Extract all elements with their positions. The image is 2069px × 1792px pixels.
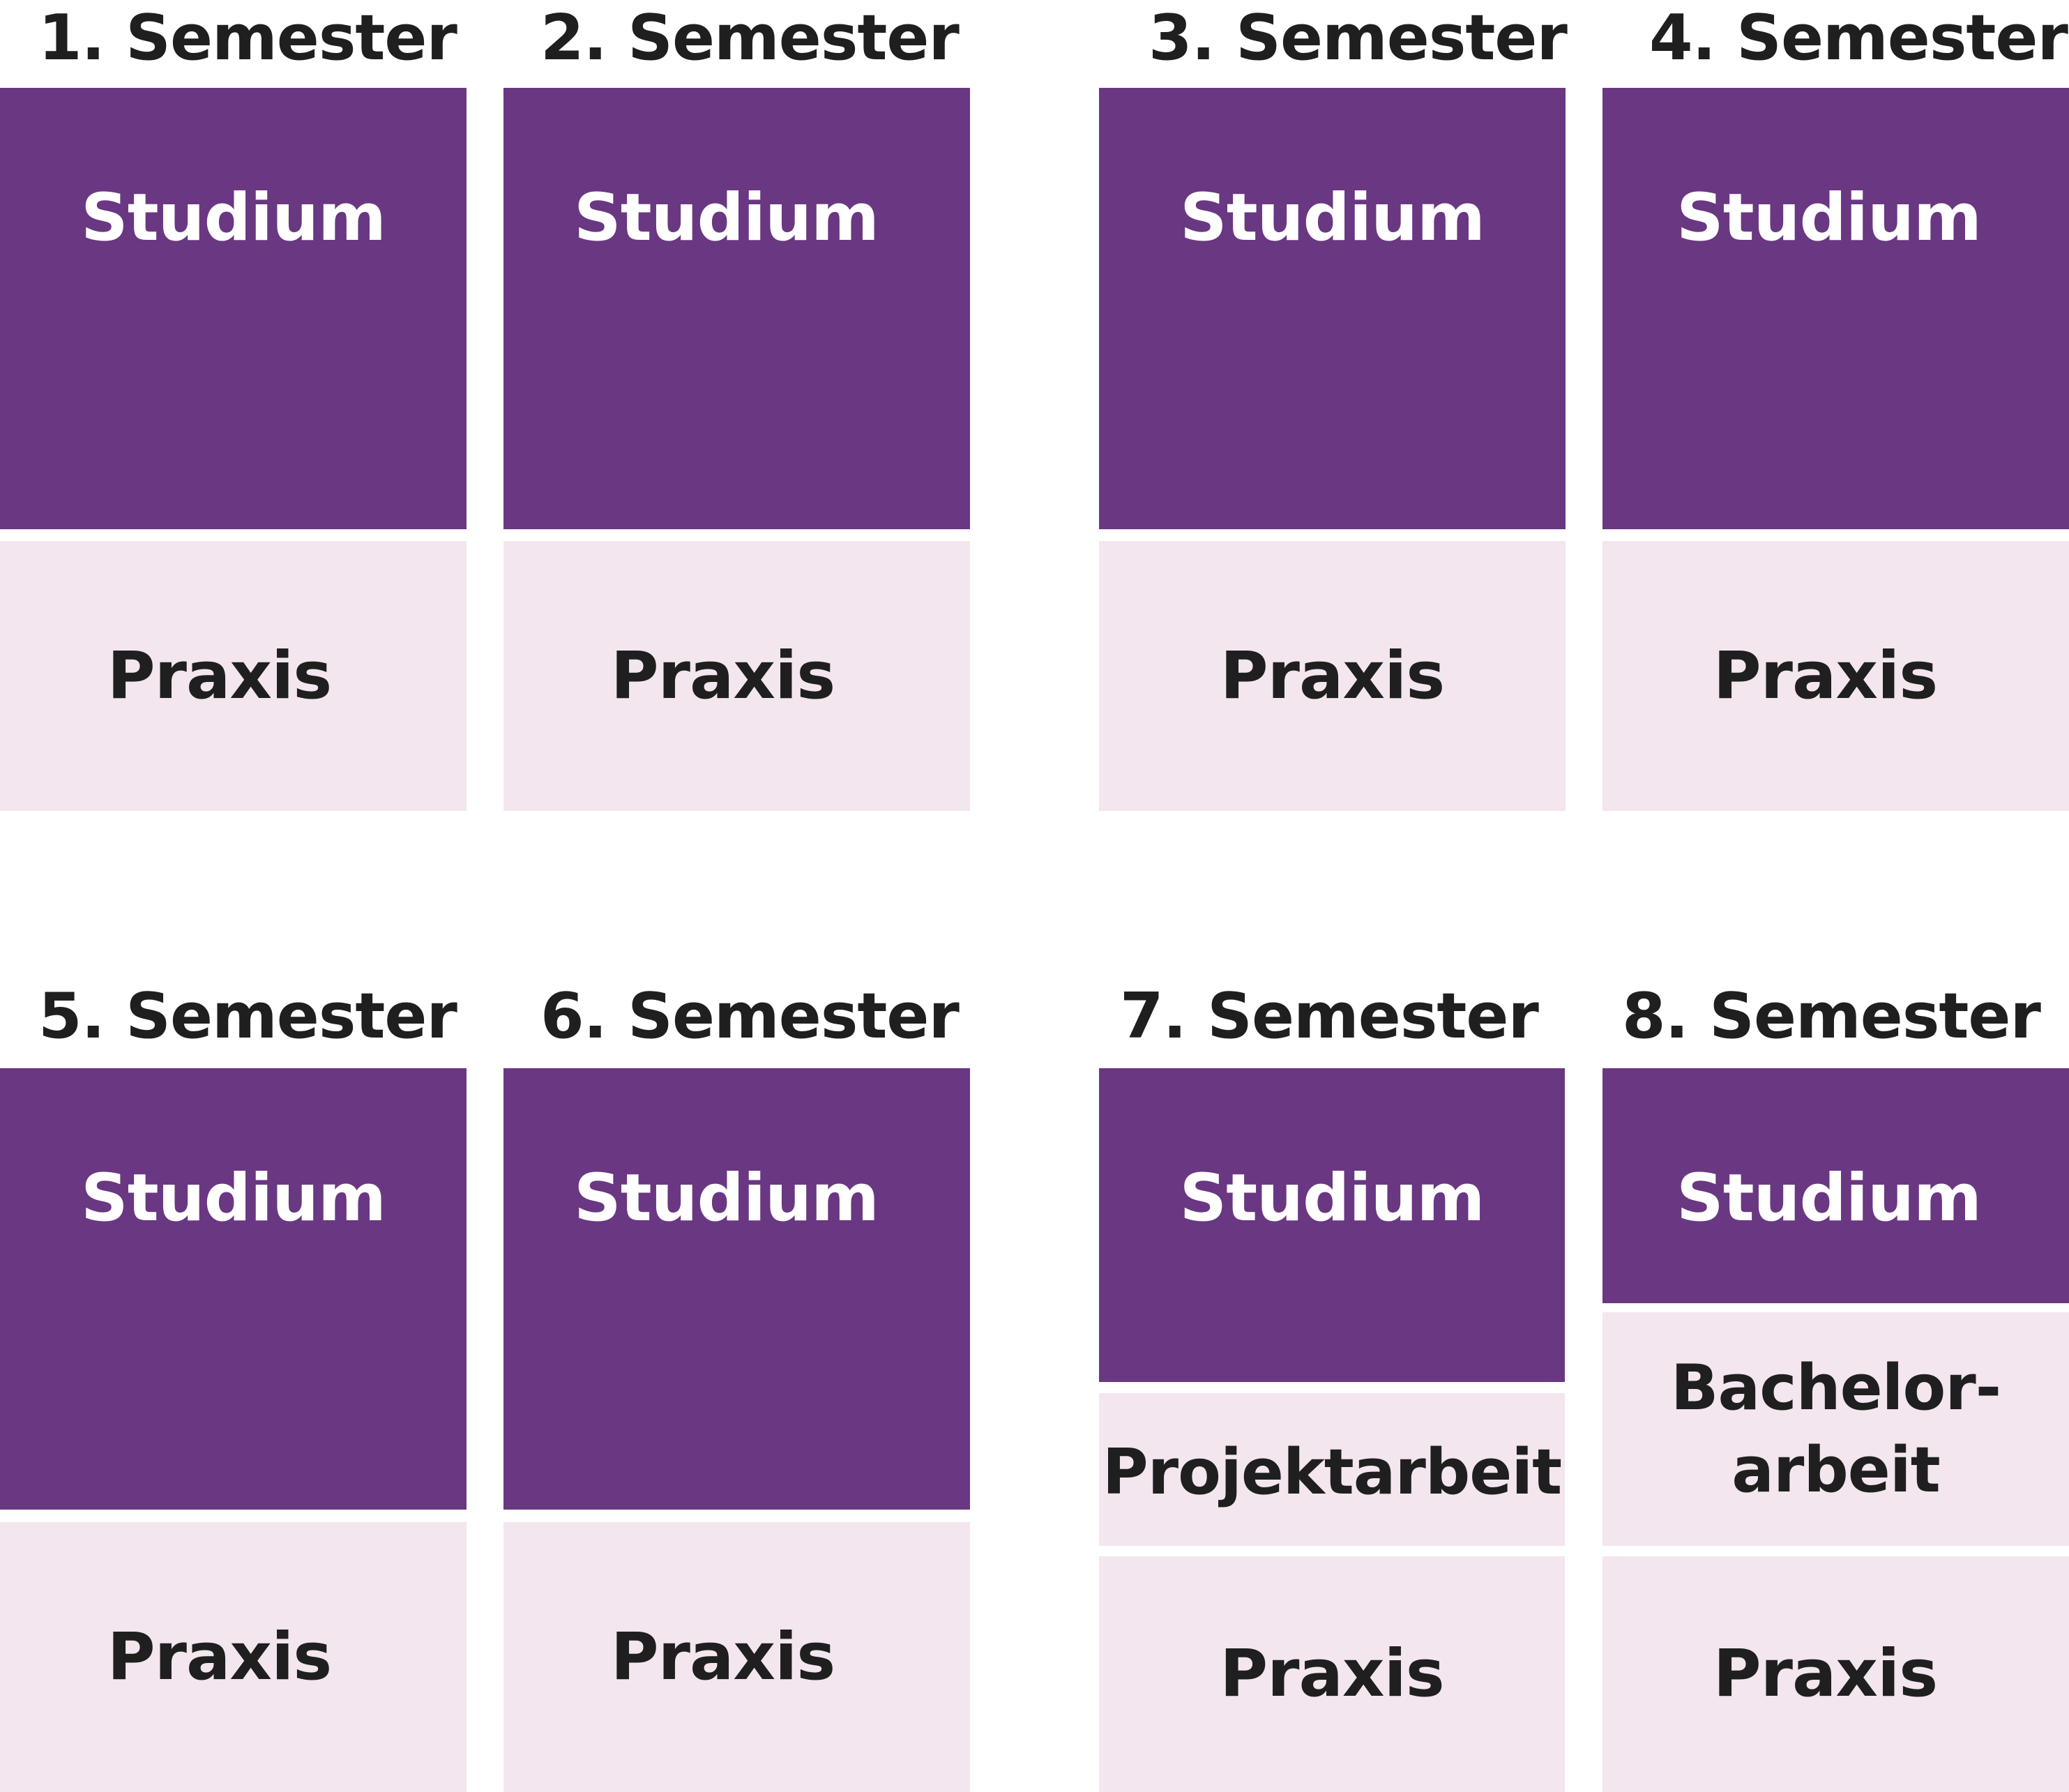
semester-2-title: 2. Semester bbox=[540, 1, 960, 75]
semester-2-studium-block: Studium bbox=[503, 88, 970, 529]
semester-6-studium-block: Studium bbox=[503, 1068, 970, 1510]
semester-7-title: 7. Semester bbox=[1120, 980, 1539, 1053]
semester-8-praxis-label: Praxis bbox=[1713, 1636, 1938, 1712]
semester-8-title: 8. Semester bbox=[1622, 980, 2041, 1053]
semester-7-projekt-label: Projektarbeit bbox=[1102, 1435, 1562, 1509]
semester-7-praxis-block: Praxis bbox=[1099, 1556, 1565, 1792]
semester-3-praxis-label: Praxis bbox=[1220, 637, 1445, 714]
semester-7-studium-label: Studium bbox=[1179, 1160, 1485, 1236]
semester-3-title: 3. Semester bbox=[1149, 1, 1568, 75]
semester-4-title: 4. Semester bbox=[1649, 1, 2068, 75]
semester-5-praxis-label: Praxis bbox=[107, 1618, 332, 1695]
semester-6-praxis-label: Praxis bbox=[610, 1618, 835, 1695]
semester-7-praxis-label: Praxis bbox=[1220, 1636, 1444, 1712]
semester-2-praxis-block: Praxis bbox=[503, 541, 970, 811]
semester-1-studium-block: Studium bbox=[0, 88, 467, 529]
semester-7-studium-block: Studium bbox=[1099, 1068, 1565, 1382]
semester-1-praxis-block: Praxis bbox=[0, 541, 467, 811]
semester-7-projekt-block: Projektarbeit bbox=[1099, 1393, 1565, 1546]
semester-1-studium-label: Studium bbox=[81, 180, 386, 256]
semester-6-praxis-block: Praxis bbox=[503, 1522, 970, 1792]
semester-4-studium-block: Studium bbox=[1602, 88, 2069, 529]
semester-1-praxis-label: Praxis bbox=[107, 637, 332, 714]
semester-8-praxis-block: Praxis bbox=[1602, 1556, 2069, 1792]
semester-3-studium-label: Studium bbox=[1180, 180, 1485, 256]
semester-5-studium-label: Studium bbox=[81, 1160, 386, 1236]
semester-5-praxis-block: Praxis bbox=[0, 1522, 467, 1792]
semester-4-studium-label: Studium bbox=[1676, 180, 1982, 256]
semester-8-studium-block: Studium bbox=[1602, 1068, 2069, 1303]
semester-3-studium-block: Studium bbox=[1099, 88, 1566, 529]
semester-8-bachelor-label: Bachelor- arbeit bbox=[1670, 1351, 2001, 1507]
semester-6-studium-label: Studium bbox=[574, 1160, 879, 1236]
semester-5-title: 5. Semester bbox=[38, 980, 457, 1053]
semester-2-studium-label: Studium bbox=[574, 180, 879, 256]
semester-3-praxis-block: Praxis bbox=[1099, 541, 1566, 811]
semester-8-studium-label: Studium bbox=[1676, 1160, 1982, 1236]
semester-8-bachelor-block: Bachelor- arbeit bbox=[1602, 1312, 2069, 1546]
semester-4-praxis-label: Praxis bbox=[1713, 637, 1938, 714]
semester-2-praxis-label: Praxis bbox=[610, 637, 835, 714]
semester-4-praxis-block: Praxis bbox=[1602, 541, 2069, 811]
semester-6-title: 6. Semester bbox=[540, 980, 960, 1053]
semester-1-title: 1. Semester bbox=[38, 1, 457, 75]
semester-5-studium-block: Studium bbox=[0, 1068, 467, 1510]
